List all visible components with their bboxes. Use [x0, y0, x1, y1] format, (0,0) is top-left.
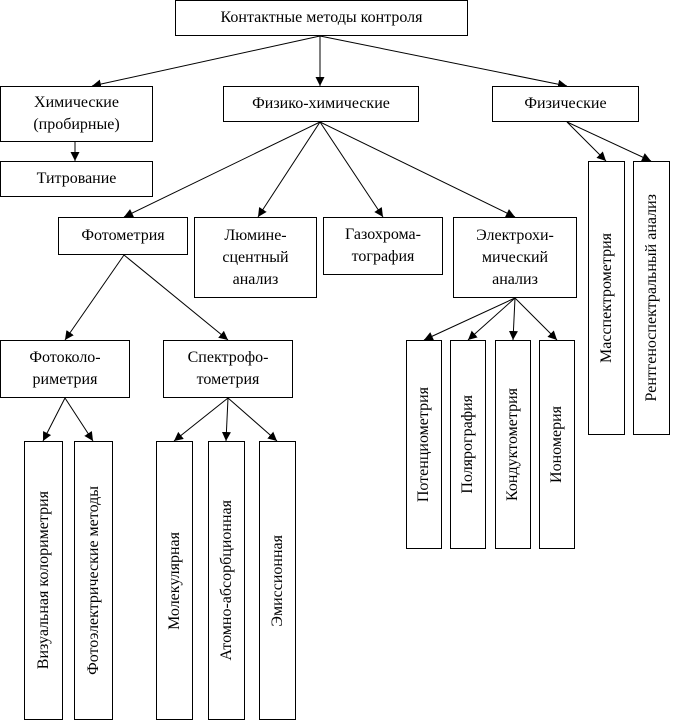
- node-vizual: Визуальная колориметрия: [24, 441, 63, 720]
- node-lumin-line: Люмине-: [224, 226, 287, 244]
- arrow-root-to-phys: [319, 35, 568, 89]
- node-emis-text: Эмиссионная: [268, 534, 286, 627]
- node-lumin-text: Люмине- сцентный анализ: [222, 225, 288, 291]
- arrow-electro-to-potent: [423, 297, 516, 341]
- node-photom-text: Фотометрия: [81, 225, 164, 247]
- arrow-photocol-to-photoel: [64, 397, 94, 442]
- node-electro: Электрохи- мический анализ: [453, 217, 577, 298]
- node-potent-text: Потенциометрия: [415, 386, 432, 503]
- node-electro-line: мический: [481, 248, 549, 266]
- node-phys-line: Физические: [524, 95, 607, 112]
- node-chem: Химические (пробирные): [0, 86, 153, 142]
- arrow-physchem-to-lumin: [257, 121, 321, 218]
- node-photocol-line: Фотоколо-: [29, 349, 101, 366]
- node-chem-text: Химические (пробирные): [33, 92, 119, 136]
- node-gaz-line: Газохрома-: [345, 226, 421, 243]
- node-physchem: Физико-химические: [223, 86, 419, 122]
- node-photocol-text: Фотоколо- риметрия: [29, 347, 100, 391]
- node-photom: Фотометрия: [58, 217, 188, 255]
- node-physchem-line: Физико-химические: [252, 95, 390, 112]
- node-molek: Молекулярная: [156, 441, 193, 720]
- node-spectro-line: Спектрофо-: [187, 349, 269, 366]
- arrow-physchem-to-photom: [123, 121, 321, 218]
- node-chem-line: Химические: [34, 94, 119, 111]
- node-potent: Потенциометрия: [406, 340, 442, 549]
- node-gaz-line: тография: [351, 248, 415, 265]
- node-photocol: Фотоколо- риметрия: [0, 340, 130, 398]
- arrow-spectro-to-emis: [227, 397, 278, 442]
- node-polyar-text: Полярография: [459, 395, 476, 494]
- node-vizual-text: Визуальная колориметрия: [34, 491, 52, 670]
- arrow-physchem-to-electro: [319, 121, 516, 218]
- node-electro-line: Электрохи-: [476, 226, 554, 244]
- node-spectro-line: тометрия: [196, 371, 260, 388]
- node-photoel: Фотоэлектрические методы: [74, 441, 113, 720]
- node-titr-line: Титрование: [36, 170, 117, 187]
- node-root: Контактные методы контроля: [175, 0, 468, 36]
- arrow-phys-to-rentgen: [566, 121, 652, 162]
- node-electro-line: анализ: [492, 270, 538, 288]
- node-chem-line: (пробирные): [33, 116, 120, 133]
- node-mass-text: Масспектрометрия: [597, 233, 615, 363]
- arrow-electro-to-polyar: [467, 297, 516, 341]
- arrow-electro-to-ionom: [514, 297, 558, 341]
- node-emis: Эмиссионная: [259, 441, 296, 720]
- node-kond-text: Кондуктометрия: [504, 388, 521, 501]
- node-phys-text: Физические: [524, 93, 606, 115]
- node-spectro: Спектрофо- тометрия: [163, 340, 293, 398]
- arrow-physchem-to-gaz: [319, 121, 384, 218]
- node-titr: Титрование: [0, 161, 153, 197]
- node-lumin-line: сцентный: [222, 248, 289, 266]
- node-titr-text: Титрование: [37, 168, 117, 190]
- node-mass: Масспектрометрия: [588, 161, 625, 435]
- node-kond: Кондуктометрия: [495, 340, 531, 549]
- arrow-spectro-to-molek: [173, 397, 229, 442]
- node-phys: Физические: [492, 86, 639, 122]
- node-root-line: Контактные методы контроля: [220, 9, 423, 26]
- node-atom: Атомно-абсорбционная: [208, 441, 245, 720]
- node-rentgen: Рентгеноспектральный анализ: [633, 161, 670, 435]
- node-spectro-text: Спектрофо- тометрия: [188, 347, 269, 391]
- node-molek-text: Молекулярная: [165, 531, 183, 630]
- node-ionom-text: Иономерия: [548, 406, 565, 483]
- arrow-photom-to-photocol: [64, 254, 125, 341]
- node-rentgen-text: Рентгеноспектральный анализ: [642, 194, 660, 402]
- arrow-photom-to-spectro: [123, 254, 229, 341]
- node-electro-text: Электрохи- мический анализ: [476, 225, 554, 291]
- node-photocol-line: риметрия: [32, 371, 98, 388]
- node-physchem-text: Физико-химические: [252, 93, 390, 115]
- node-gaz-text: Газохрома- тография: [345, 224, 421, 268]
- node-gaz: Газохрома- тография: [323, 217, 443, 275]
- arrow-electro-to-kond: [508, 297, 518, 341]
- node-photoel-text: Фотоэлектрические методы: [84, 486, 102, 675]
- node-photom-line: Фотометрия: [81, 227, 165, 244]
- node-lumin: Люмине- сцентный анализ: [194, 217, 317, 298]
- node-polyar: Полярография: [450, 340, 486, 549]
- arrow-photocol-to-vizual: [42, 397, 66, 442]
- arrow-root-to-chem: [91, 35, 321, 89]
- node-root-text: Контактные методы контроля: [221, 7, 423, 29]
- node-lumin-line: анализ: [232, 270, 279, 288]
- node-ionom: Иономерия: [539, 340, 575, 549]
- arrow-spectro-to-atom: [221, 397, 231, 442]
- node-atom-text: Атомно-абсорбционная: [217, 500, 235, 661]
- arrow-phys-to-mass: [566, 121, 607, 162]
